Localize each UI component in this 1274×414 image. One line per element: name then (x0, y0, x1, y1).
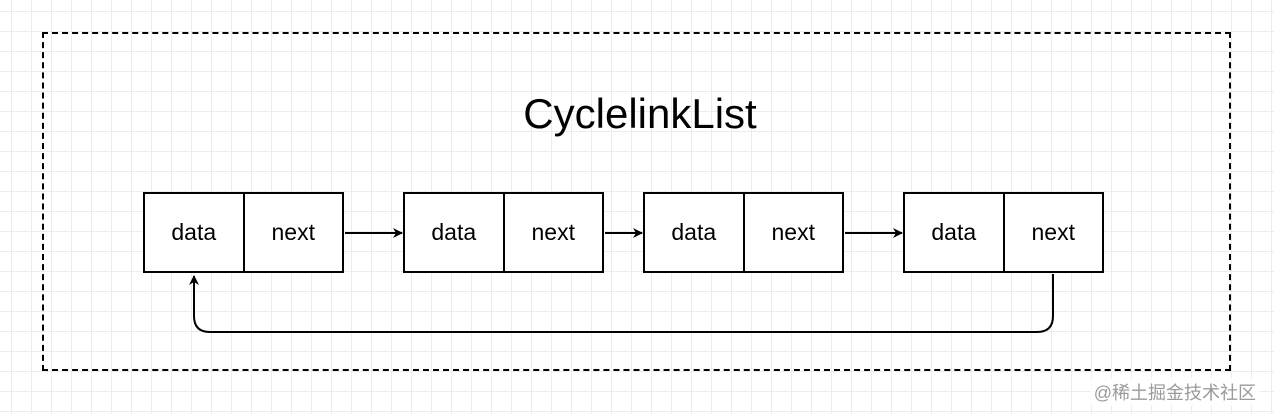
diagram-title: CyclelinkList (523, 90, 757, 137)
node-data-cell: data (145, 194, 245, 271)
node-data-cell: data (645, 194, 745, 271)
node-next-cell: next (271, 219, 315, 245)
list-node-2: data next (403, 192, 604, 273)
cyclelinklist-frame (42, 32, 1231, 371)
node-next-cell: next (771, 219, 815, 245)
list-node-3: data next (643, 192, 844, 273)
node-next-cell: next (1031, 219, 1075, 245)
list-node-1: data next (143, 192, 344, 273)
list-node-4: data next (903, 192, 1104, 273)
cycle-back-arrow (189, 274, 1054, 333)
watermark-text: @稀土掘金技术社区 (1089, 378, 1260, 406)
node-data-cell: data (905, 194, 1005, 271)
node-next-cell: next (531, 219, 575, 245)
node-data-cell: data (405, 194, 505, 271)
